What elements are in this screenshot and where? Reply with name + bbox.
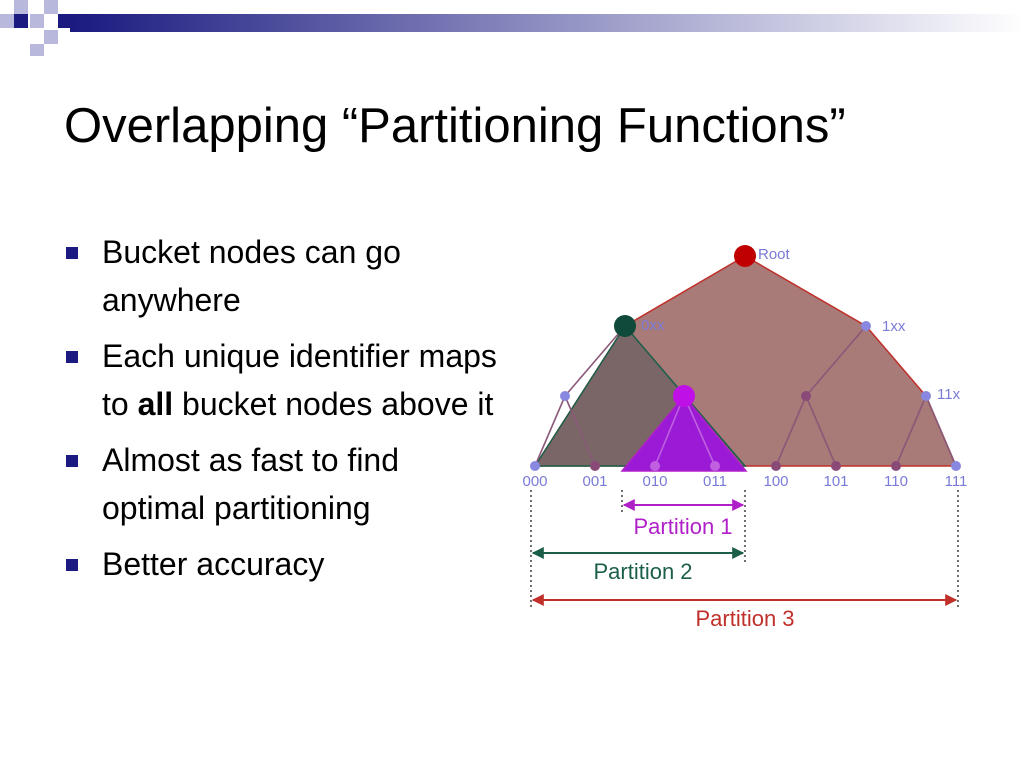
node-11x: [921, 391, 931, 401]
node-1xx: [861, 321, 871, 331]
bullet-item: Better accuracy: [62, 540, 502, 588]
decorative-header-band: [0, 0, 1024, 56]
bullet-item: Bucket nodes can go anywhere: [62, 228, 502, 324]
leaf-node: [951, 461, 961, 471]
bullet-square-icon: [66, 247, 78, 259]
bullet-item: Almost as fast to find optimal partition…: [62, 436, 502, 532]
leaf-label: 011: [703, 473, 727, 490]
emphasis-text: all: [137, 386, 174, 422]
leaf-node: [771, 461, 781, 471]
slide-title: Overlapping “Partitioning Functions”: [64, 99, 846, 153]
boundary-guides: [530, 490, 959, 608]
partition3-label: Partition 3: [695, 606, 794, 631]
bullet-item: Each unique identifier maps to all bucke…: [62, 332, 502, 428]
leaf-label: 101: [823, 473, 848, 490]
bucket-node-0xx: [614, 315, 636, 337]
leaf-label: 100: [763, 473, 788, 490]
root-label: Root: [758, 246, 791, 263]
bucket-node-01x: [673, 385, 695, 407]
leaf-label: 000: [522, 473, 547, 490]
leaf-node: [891, 461, 901, 471]
leaf-node: [831, 461, 841, 471]
leaf-label: 110: [884, 473, 908, 490]
bullet-square-icon: [66, 559, 78, 571]
partition2-label: Partition 2: [593, 559, 692, 584]
leaf-node: [530, 461, 540, 471]
leaf-label: 010: [642, 473, 667, 490]
leaf-node: [650, 461, 660, 471]
1xx-label: 1xx: [882, 318, 906, 335]
leaf-node: [710, 461, 720, 471]
bullet-square-icon: [66, 455, 78, 467]
partition1-region: [620, 394, 748, 472]
leaf-label: 001: [582, 473, 607, 490]
partition1-edges: [654, 395, 716, 467]
node-10x: [801, 391, 811, 401]
0xx-label: 0xx: [641, 317, 665, 334]
node-0x0: [560, 391, 570, 401]
leaf-label: 111: [945, 473, 968, 490]
partition1-label: Partition 1: [633, 514, 732, 539]
bullet-list: Bucket nodes can go anywhere Each unique…: [62, 228, 502, 596]
11x-label: 11x: [937, 386, 961, 403]
tree-edges: [534, 325, 957, 467]
bucket-node-root: [734, 245, 756, 267]
bullet-square-icon: [66, 351, 78, 363]
leaf-node: [590, 461, 600, 471]
